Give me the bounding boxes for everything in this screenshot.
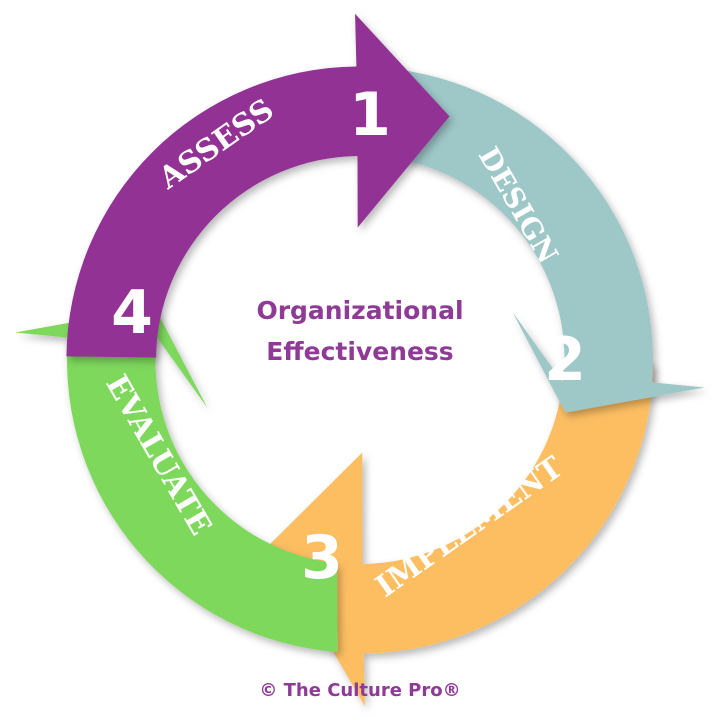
arrow-evaluate: [15, 307, 338, 653]
copyright-footer: © The Culture Pro®: [259, 680, 461, 701]
number-2: 2: [544, 325, 586, 395]
center-title-line1: Organizational: [256, 296, 464, 325]
number-1: 1: [349, 80, 391, 150]
center-title: Organizational Effectiveness: [210, 290, 510, 372]
arrow-assess: [66, 13, 450, 358]
arrow-implement: [270, 362, 654, 707]
number-4: 4: [111, 278, 153, 348]
arrow-design: [382, 67, 705, 413]
center-title-line2: Effectiveness: [266, 337, 454, 366]
number-3: 3: [301, 523, 343, 593]
